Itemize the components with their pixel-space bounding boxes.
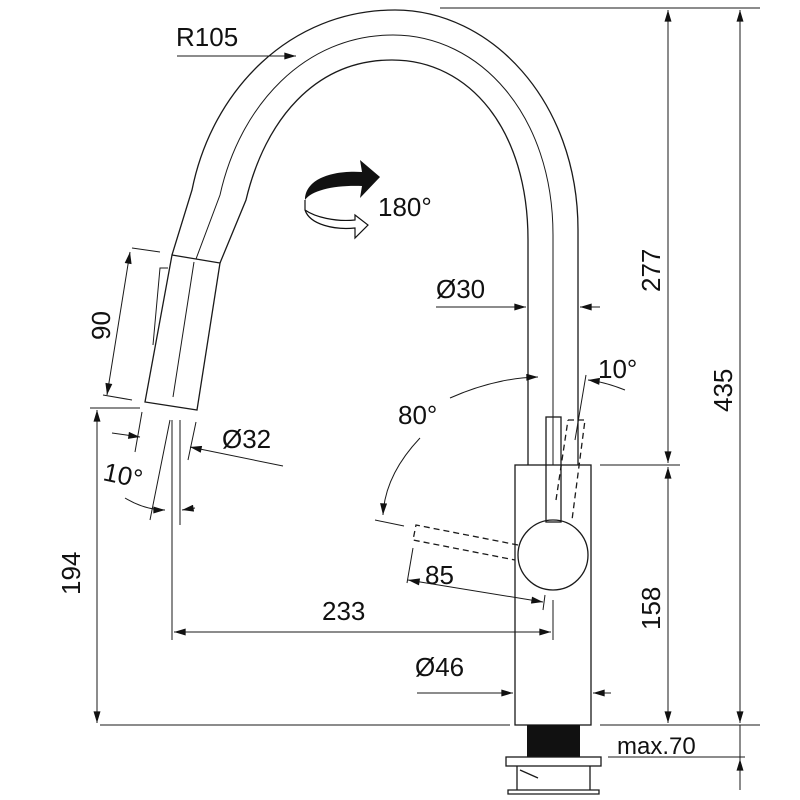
head-diameter-label: Ø32 — [222, 424, 271, 454]
max-thickness-label: max.70 — [617, 733, 696, 760]
spout — [171, 9, 579, 465]
mounting-thread — [527, 725, 580, 757]
total-height-label: 435 — [708, 369, 738, 412]
body-height-label: 158 — [636, 587, 666, 630]
rotation-arrow-icon — [304, 160, 380, 240]
handle-length-label: 85 — [425, 560, 454, 590]
rotation-label: 180° — [378, 192, 432, 222]
spray-head — [144, 254, 221, 411]
reach-label: 233 — [322, 596, 365, 626]
outlet-height-label: 194 — [56, 552, 86, 595]
lever — [412, 416, 589, 591]
radius-label: R105 — [176, 22, 238, 52]
spout-diameter-label: Ø30 — [436, 274, 485, 304]
faucet-body — [505, 464, 602, 795]
head-length-label: 90 — [86, 311, 116, 340]
handle-forward-angle-label: 80° — [398, 400, 437, 430]
dimensions — [90, 7, 760, 790]
spout-height-label: 277 — [636, 249, 666, 292]
body-diameter-label: Ø46 — [415, 652, 464, 682]
handle-back-angle-label: 10° — [598, 354, 637, 384]
head-angle-label: 10° — [101, 457, 146, 495]
